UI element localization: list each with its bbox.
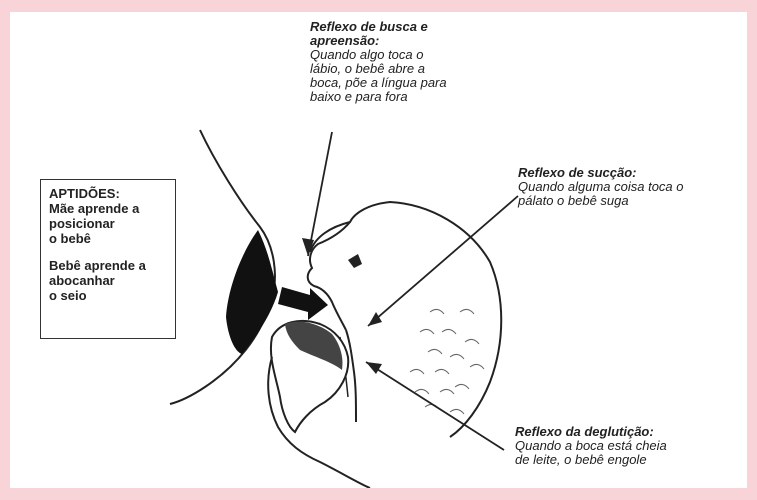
nipple-arrow — [278, 287, 328, 320]
pointer-succao — [368, 196, 518, 326]
reflexo-degluticao-line: de leite, o bebê engole — [515, 453, 667, 467]
reflexo-busca-title-2: apreensão: — [310, 34, 447, 48]
reflexo-degluticao-title: Reflexo da deglutição: — [515, 425, 667, 439]
reflexo-succao-title: Reflexo de sucção: — [518, 166, 684, 180]
aptidoes-mae-line: posicionar — [49, 216, 167, 231]
label-reflexo-busca: Reflexo de busca e apreensão: Quando alg… — [310, 20, 447, 104]
label-reflexo-succao: Reflexo de sucção: Quando alguma coisa t… — [518, 166, 684, 208]
reflexo-busca-line: lábio, o bebê abre a — [310, 62, 447, 76]
illustration-frame: Reflexo de busca e apreensão: Quando alg… — [10, 12, 747, 488]
reflexo-busca-title: Reflexo de busca e — [310, 20, 447, 34]
pointer-lines — [308, 132, 518, 450]
arrowhead-succao — [368, 312, 382, 326]
aptidoes-bebe-line: o seio — [49, 288, 167, 303]
baby-throat — [346, 330, 356, 422]
label-reflexo-degluticao: Reflexo da deglutição: Quando a boca est… — [515, 425, 667, 467]
baby-head-outline — [310, 202, 501, 437]
aptidoes-box: APTIDÕES: Mãe aprende a posicionar o beb… — [40, 179, 176, 339]
pointer-degluticao — [366, 362, 504, 450]
baby-eye — [348, 254, 362, 268]
aptidoes-mae-line: Mãe aprende a — [49, 201, 167, 216]
aptidoes-bebe-line: Bebê aprende a — [49, 258, 167, 273]
reflexo-succao-line: pálato o bebê suga — [518, 194, 684, 208]
reflexo-busca-line: Quando algo toca o — [310, 48, 447, 62]
reflexo-busca-line: boca, põe a língua para — [310, 76, 447, 90]
aptidoes-heading: APTIDÕES: — [49, 186, 167, 201]
reflexo-busca-line: baixo e para fora — [310, 90, 447, 104]
baby-hair — [410, 309, 484, 414]
arrowhead-degluticao — [366, 362, 382, 374]
aptidoes-spacer — [49, 246, 167, 258]
aptidoes-bebe-line: abocanhar — [49, 273, 167, 288]
aptidoes-mae-line: o bebê — [49, 231, 167, 246]
reflexo-degluticao-line: Quando a boca está cheia — [515, 439, 667, 453]
reflexo-succao-line: Quando alguma coisa toca o — [518, 180, 684, 194]
